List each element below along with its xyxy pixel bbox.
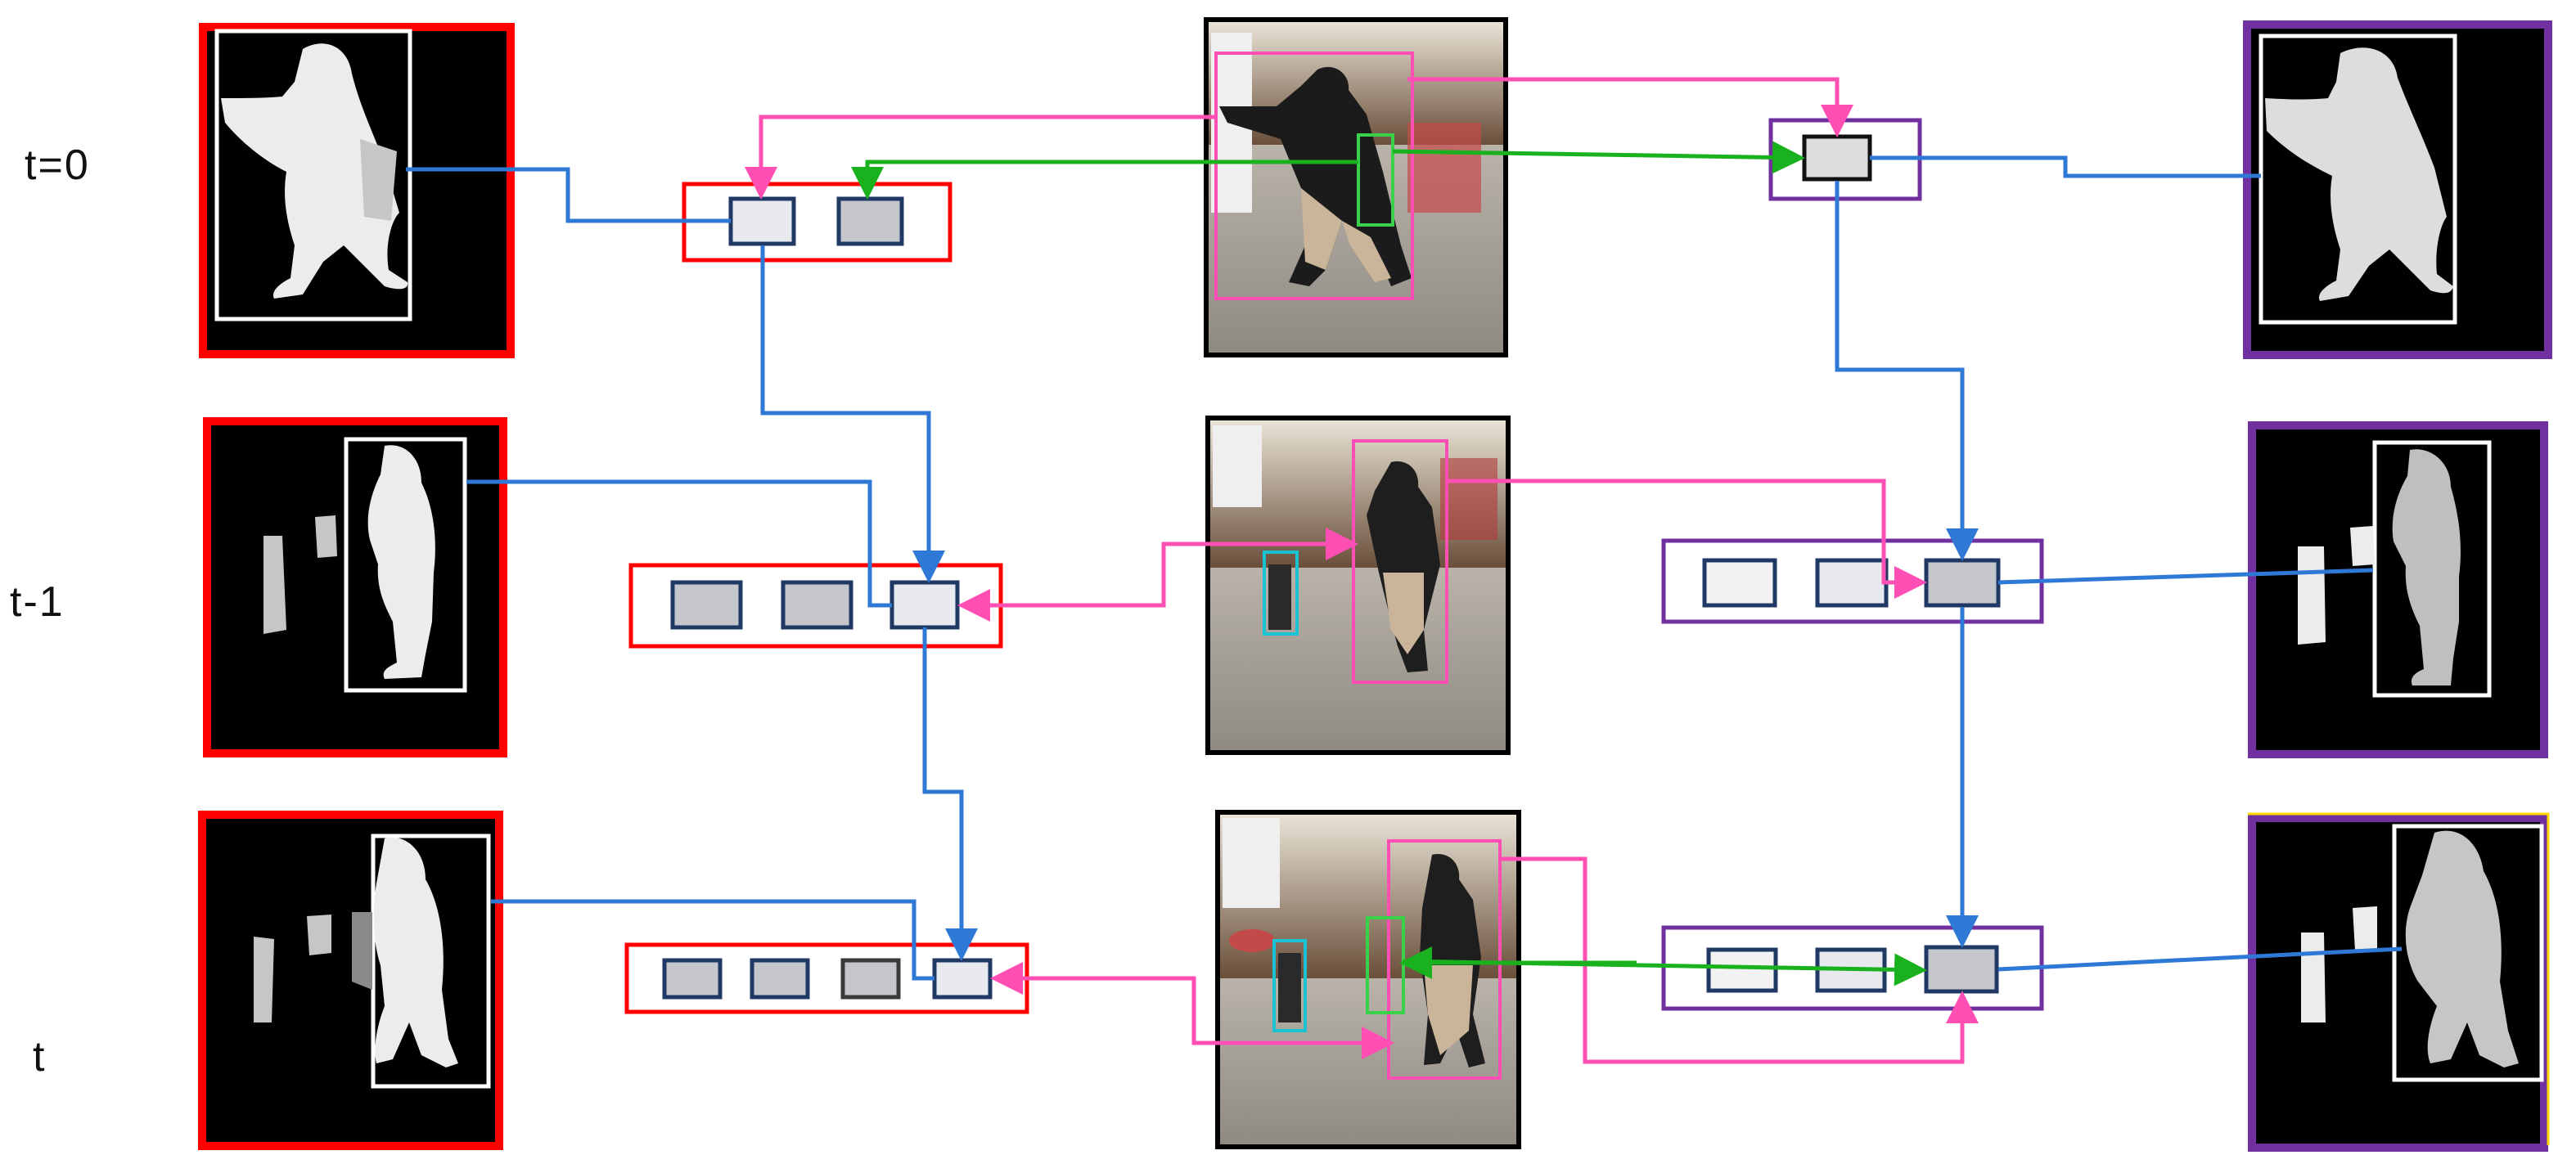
- pink-link-frame-t0-to-left: [745, 115, 1216, 200]
- row-label-t-minus-1: t-1: [10, 578, 65, 626]
- row-label-t: t: [33, 1033, 47, 1081]
- person-silhouette-icon: [373, 837, 458, 1067]
- pink-link-frame-t-minus-1-to-right: [1447, 479, 1927, 599]
- track-cell: [1706, 947, 1778, 993]
- link-left-t-minus-1-to-t: [922, 627, 978, 961]
- link-left-t0-to-t-minus-1: [760, 245, 945, 583]
- person-silhouette-icon: [2265, 47, 2453, 301]
- link-mask-left-t0: [406, 167, 731, 223]
- track-cell: [1802, 134, 1872, 182]
- track-cell: [836, 196, 904, 246]
- pink-link-frame-t-to-right: [1500, 856, 1979, 1064]
- mask-left-t-minus-1: [203, 417, 507, 757]
- person-silhouette-icon: [367, 445, 435, 679]
- link-mask-left-t-minus-1: [466, 479, 892, 608]
- person-silhouette-icon: [221, 43, 408, 299]
- track-cell: [1702, 558, 1777, 608]
- mask-right-t-minus-1: [2248, 421, 2548, 758]
- track-cell: [840, 958, 901, 1000]
- track-group-left-t: [624, 942, 1029, 1014]
- track-cell: [662, 958, 723, 1000]
- link-mask-right-t: [1997, 946, 2403, 972]
- link-right-t0-to-t-minus-1: [1835, 181, 1979, 561]
- blue-links: [406, 155, 2403, 981]
- photo-frame-t: [1215, 810, 1521, 1149]
- link-mask-left-t: [491, 899, 934, 981]
- row-label-t0: t=0: [25, 142, 90, 189]
- mask-right-t: [2248, 812, 2550, 1152]
- track-cell: [781, 580, 853, 630]
- person-silhouette-icon: [2392, 449, 2461, 685]
- track-cell: [1924, 945, 1999, 994]
- track-cell: [1924, 558, 2001, 608]
- track-group-right-t-minus-1: [1661, 538, 2044, 624]
- track-cell: [750, 958, 810, 1000]
- track-cell: [932, 958, 993, 1000]
- link-mask-right-t-minus-1: [1997, 568, 2374, 585]
- photo-frame-t0: [1204, 17, 1508, 357]
- green-link-frame-t0-to-left: [851, 160, 1358, 200]
- pink-link-frame-t0-to-right: [1407, 77, 1853, 137]
- mask-left-t0: [199, 23, 515, 358]
- camera-frame-photo-icon: [1219, 66, 1412, 286]
- photo-frame-t-minus-1: [1205, 416, 1511, 755]
- pink-links: [745, 77, 1979, 1064]
- green-link-frame-t0-to-right: [1392, 141, 1805, 174]
- track-cell: [670, 580, 743, 630]
- mask-left-t: [198, 811, 503, 1150]
- track-group-left-t-minus-1: [628, 563, 1003, 649]
- green-links: [851, 141, 1927, 986]
- track-cell: [728, 196, 796, 246]
- link-right-t0-mask: [1870, 155, 2261, 178]
- track-cell: [1815, 558, 1889, 608]
- person-silhouette-icon: [2405, 830, 2519, 1067]
- mask-right-t0: [2243, 20, 2552, 359]
- track-cell: [889, 580, 960, 630]
